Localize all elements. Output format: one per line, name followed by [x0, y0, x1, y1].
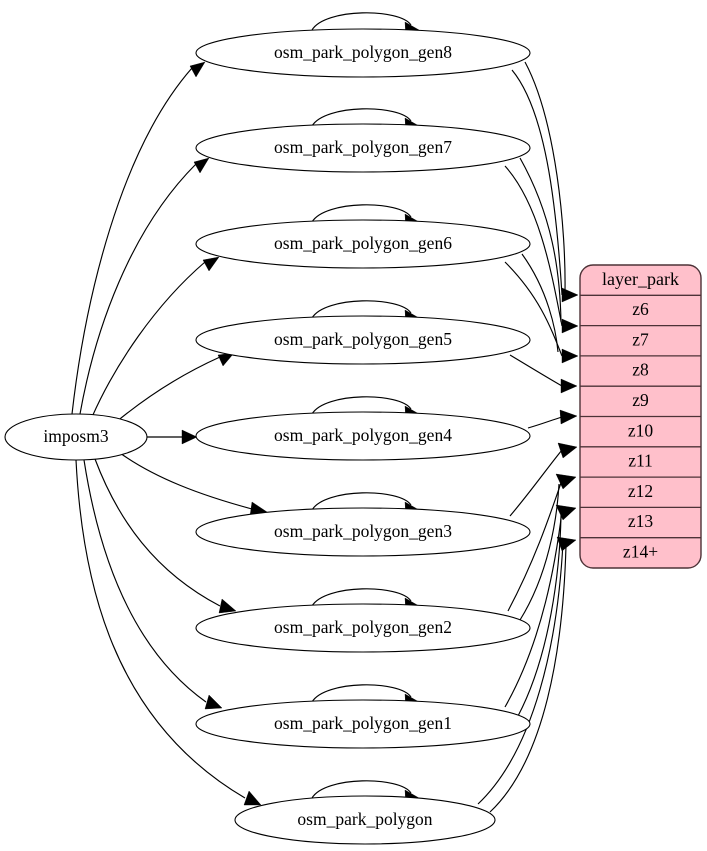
node-label-gen3: osm_park_polygon_gen3 — [274, 521, 452, 541]
arrow-head-gen8 — [189, 61, 206, 78]
edge-imposm3-to-gen8 — [71, 67, 193, 415]
arrow-head-z8 — [561, 348, 579, 364]
node-osm-park-polygon-gen3[interactable]: osm_park_polygon_gen3 — [195, 507, 531, 557]
node-label-gen8: osm_park_polygon_gen8 — [274, 42, 452, 62]
node-label-gen2: osm_park_polygon_gen2 — [274, 617, 452, 637]
arrow-head-gen4 — [181, 429, 198, 445]
self-loop-gen3 — [311, 492, 412, 511]
node-ellipse-imposm3[interactable] — [4, 413, 148, 461]
table-row-z8[interactable]: z8 — [632, 360, 649, 380]
table-row-z11[interactable]: z11 — [628, 451, 653, 471]
edge-imposm3-to-gen6 — [91, 261, 206, 418]
edge-gen1-to-z13 — [504, 510, 563, 708]
edge-gen4-to-z10 — [527, 416, 563, 429]
edge-gen5-to-z9 — [509, 354, 563, 387]
edge-sweep-base-alt — [489, 545, 567, 813]
node-ellipse-gen3[interactable] — [195, 507, 531, 557]
node-label-imposm3: imposm3 — [43, 426, 108, 446]
edge-sweep-gen6-alt — [521, 253, 559, 353]
node-label-gen5: osm_park_polygon_gen5 — [274, 329, 452, 349]
arrow-head-z12 — [555, 473, 577, 490]
edge-imposm3-to-gen7 — [79, 163, 197, 415]
arrow-head-gen6 — [202, 256, 220, 272]
arrow-head-z6 — [561, 287, 579, 303]
node-label-gen1: osm_park_polygon_gen1 — [274, 713, 452, 733]
arrow-head-z10 — [559, 409, 578, 425]
self-loop-gen4 — [311, 396, 412, 415]
node-ellipse-gen2[interactable] — [195, 603, 531, 653]
self-loop-gen8 — [311, 12, 412, 31]
node-osm-park-polygon-gen1[interactable]: osm_park_polygon_gen1 — [195, 699, 531, 749]
table-row-z9[interactable]: z9 — [632, 390, 649, 410]
node-osm-park-polygon-gen4[interactable]: osm_park_polygon_gen4 — [195, 411, 531, 461]
edge-sweep-gen1-alt — [517, 514, 562, 717]
node-ellipse-base[interactable] — [234, 795, 496, 845]
node-label-gen4: osm_park_polygon_gen4 — [274, 425, 452, 445]
table-row-z12[interactable]: z12 — [628, 481, 653, 501]
edge-sweep-gen8-alt — [524, 61, 566, 293]
arrow-head-gen2 — [218, 598, 237, 614]
table-row-z13[interactable]: z13 — [628, 511, 654, 531]
edge-gen2-to-z12 — [507, 479, 563, 612]
node-ellipse-gen6[interactable] — [195, 219, 531, 269]
arrow-head-z7 — [561, 318, 579, 334]
node-ellipse-gen8[interactable] — [195, 28, 531, 78]
arrow-head-gen1 — [204, 694, 223, 710]
edge-gen7-to-z7 — [504, 165, 563, 327]
self-loop-gen7 — [311, 108, 412, 127]
table-row-z10[interactable]: z10 — [628, 420, 654, 440]
edge-imposm3-to-gen3 — [119, 452, 253, 510]
edge-imposm3-to-gen1 — [83, 459, 207, 703]
edge-gen8-to-z6 — [511, 69, 563, 296]
node-label-base: osm_park_polygon — [297, 809, 432, 829]
table-row-z6[interactable]: z6 — [632, 299, 649, 319]
node-osm-park-polygon-gen6[interactable]: osm_park_polygon_gen6 — [195, 219, 531, 269]
node-osm-park-polygon-gen5[interactable]: osm_park_polygon_gen5 — [195, 315, 531, 365]
arrow-head-z11 — [557, 442, 578, 459]
self-loop-gen6 — [311, 204, 412, 223]
node-imposm3[interactable]: imposm3 — [4, 413, 148, 461]
edge-imposm3-to-gen2 — [94, 458, 221, 607]
table-row-z7[interactable]: z7 — [632, 329, 649, 349]
edge-imposm3-to-base — [75, 459, 246, 799]
node-ellipse-gen1[interactable] — [195, 699, 531, 749]
self-loop-base — [311, 780, 412, 799]
table-dividers — [580, 294, 701, 539]
self-loop-gen5 — [311, 300, 412, 319]
node-ellipse-gen5[interactable] — [195, 315, 531, 365]
table-title-layer-park: layer_park — [602, 269, 679, 289]
table-node-layer-park[interactable]: layer_park z6 z7 z8 z9 z10 z11 z12 z13 z… — [579, 264, 702, 569]
polygon-nodes: osm_park_polygon_gen8 osm_park_polygon_g… — [195, 28, 531, 845]
node-ellipse-gen7[interactable] — [195, 123, 531, 173]
edge-sweep-gen2-alt — [519, 483, 560, 621]
edge-imposm3-to-gen5 — [114, 356, 221, 424]
edge-gen3-to-z11 — [509, 449, 563, 517]
self-loop-gen1 — [311, 684, 412, 703]
arrow-head-gen7 — [193, 157, 210, 174]
arrow-head-z13 — [555, 504, 577, 521]
edge-base-to-z14 — [477, 541, 564, 805]
edge-sweep-gen7-alt — [519, 157, 562, 323]
node-osm-park-polygon-gen7[interactable]: osm_park_polygon_gen7 — [195, 123, 531, 173]
node-osm-park-polygon-gen2[interactable]: osm_park_polygon_gen2 — [195, 603, 531, 653]
self-loop-gen2 — [311, 588, 412, 607]
edges-to-layer-park — [477, 61, 579, 813]
node-osm-park-polygon-gen8[interactable]: osm_park_polygon_gen8 — [195, 28, 531, 78]
node-osm-park-polygon[interactable]: osm_park_polygon — [234, 795, 496, 845]
edge-gen6-to-z8 — [504, 261, 563, 357]
table-row-z14plus[interactable]: z14+ — [623, 542, 658, 562]
arrow-head-base — [243, 790, 262, 806]
node-label-gen6: osm_park_polygon_gen6 — [274, 233, 452, 253]
node-ellipse-gen4[interactable] — [195, 411, 531, 461]
arrow-head-z9 — [560, 378, 578, 394]
node-label-gen7: osm_park_polygon_gen7 — [274, 137, 452, 157]
